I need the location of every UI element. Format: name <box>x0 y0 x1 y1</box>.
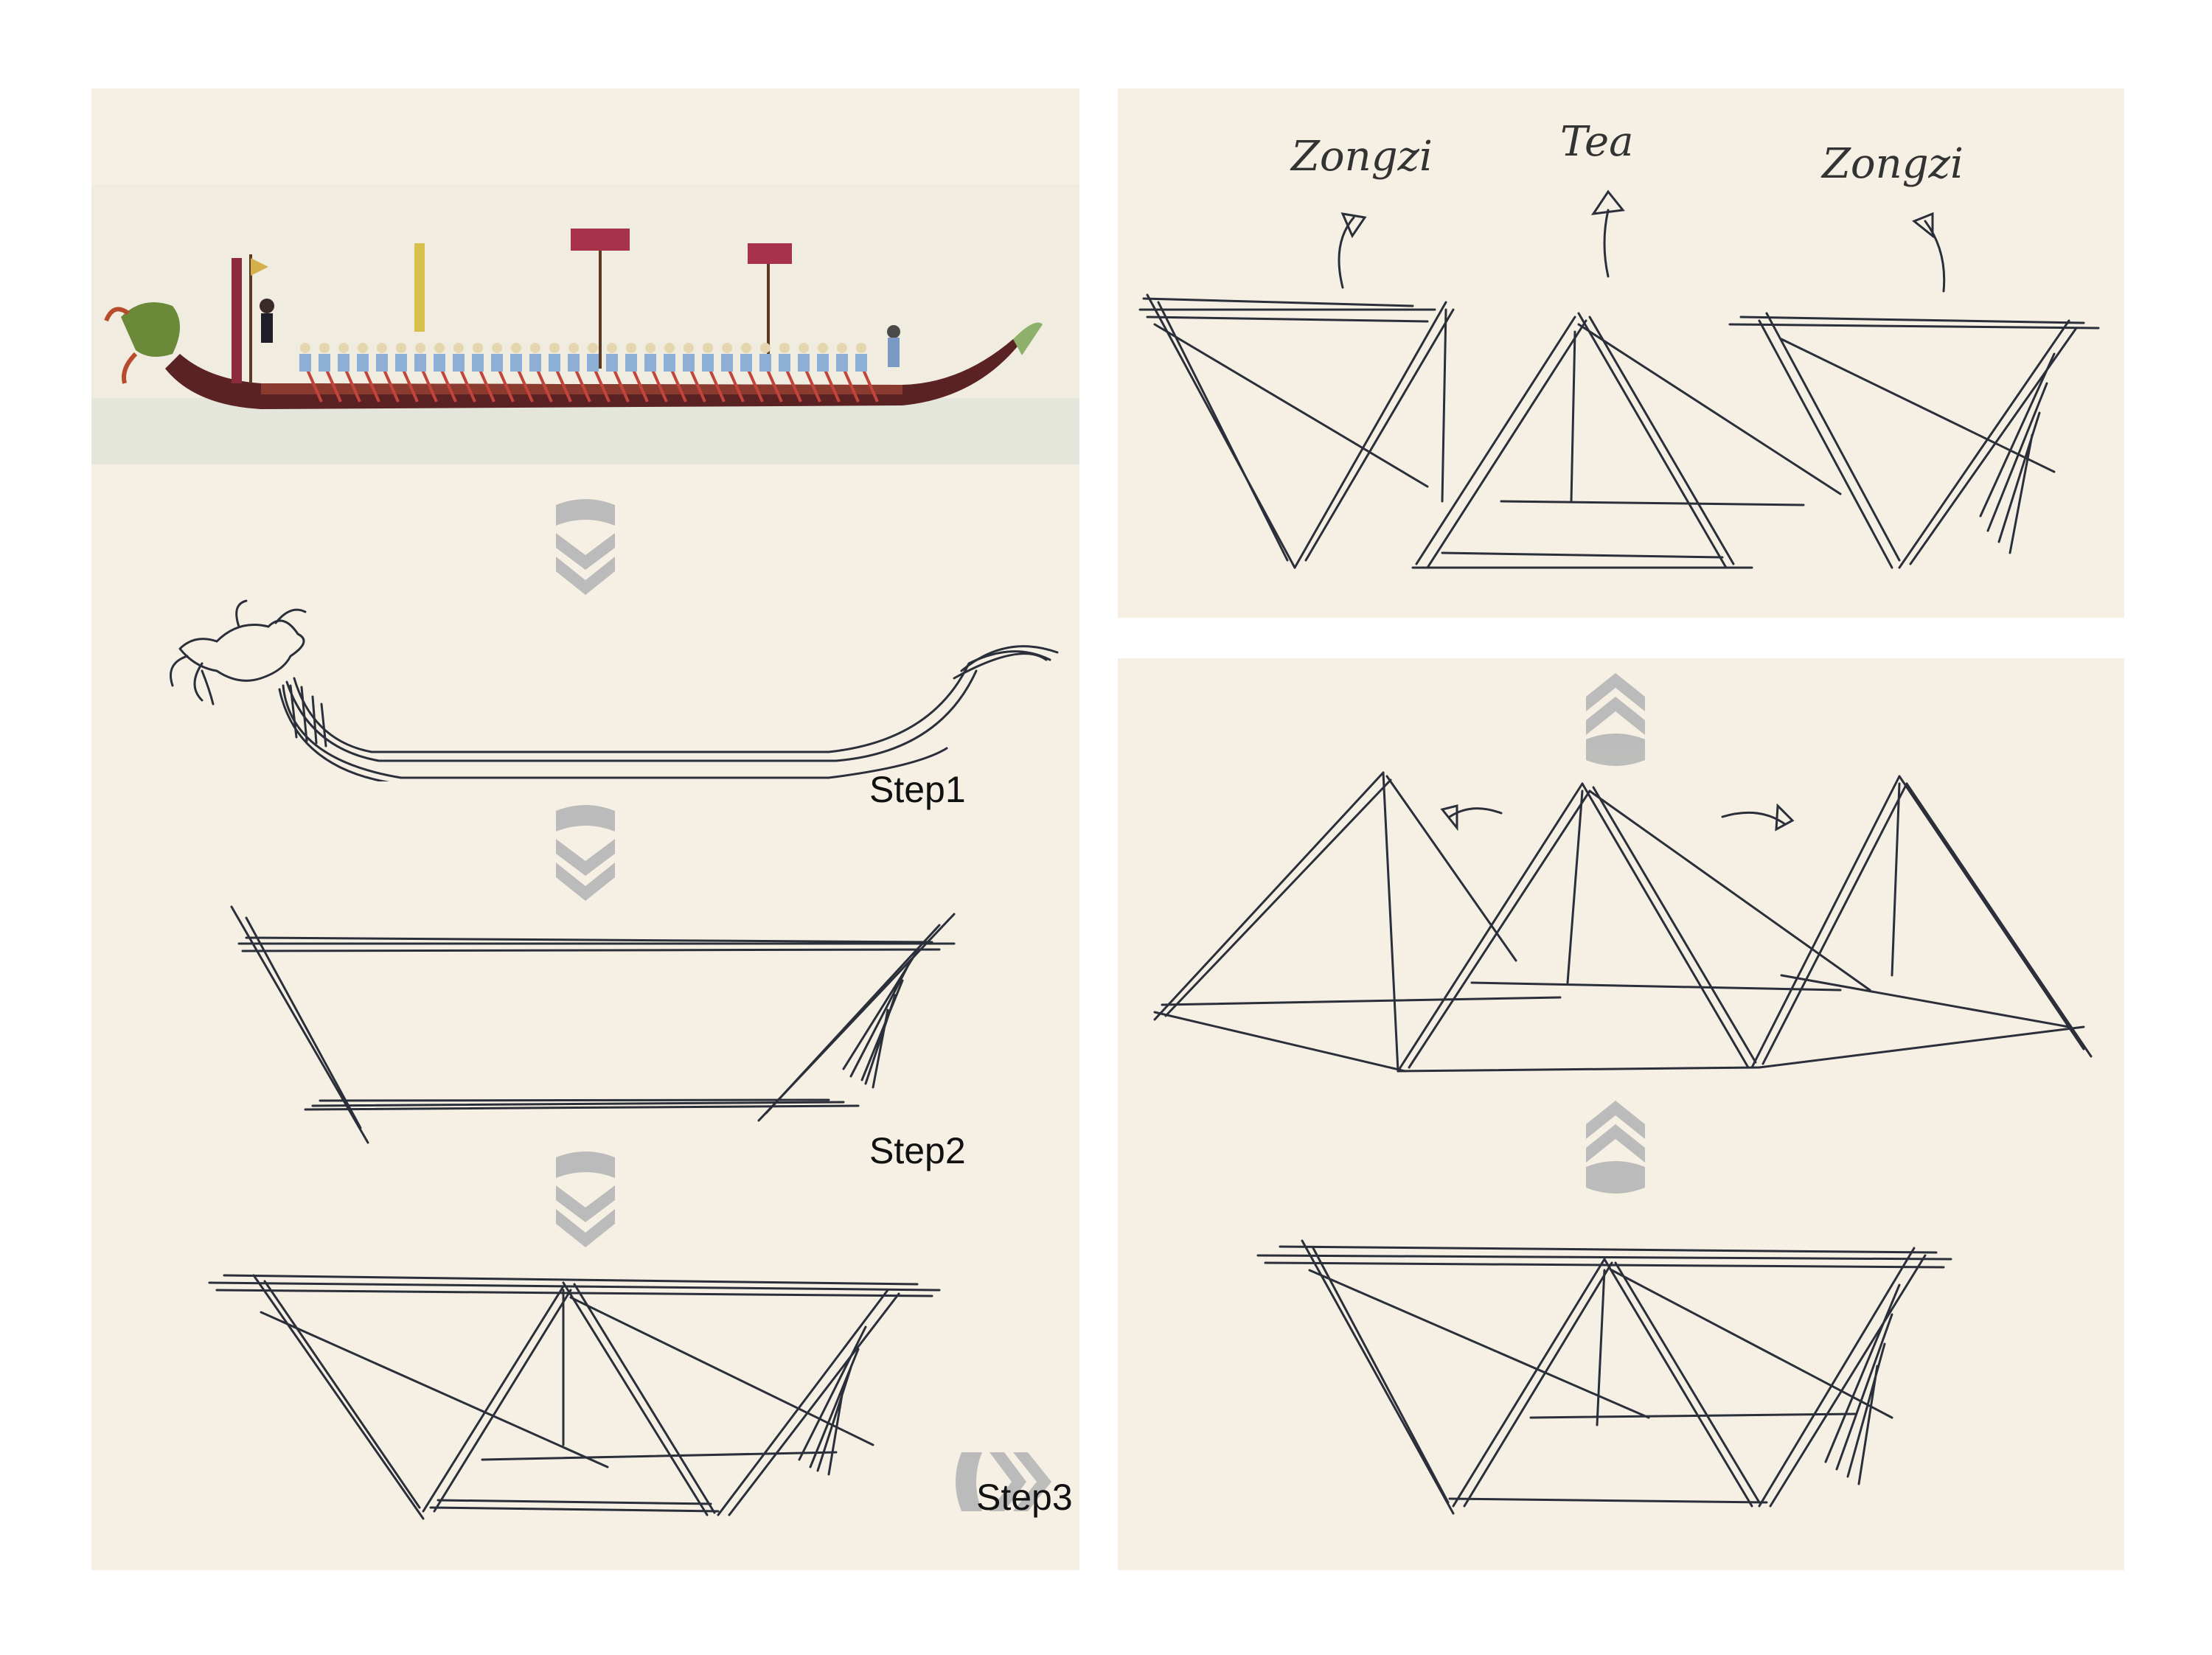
rower-body <box>759 354 771 372</box>
rower-head <box>722 343 732 353</box>
rower-body <box>740 354 752 372</box>
left-panel: Step1 Step2 <box>91 88 1079 1570</box>
rower-head <box>549 343 560 353</box>
rower-head <box>530 343 540 353</box>
rower-head <box>358 343 368 353</box>
rower-body <box>529 354 541 372</box>
rower-head <box>492 343 502 353</box>
unfolding-triangles-sketch <box>1153 771 2093 1073</box>
rower-head <box>319 343 330 353</box>
rower-head <box>568 343 579 353</box>
rower-head <box>703 343 713 353</box>
step2-trapezoid-sketch <box>230 905 956 1144</box>
rowers-group <box>299 343 879 403</box>
rower-head <box>453 343 464 353</box>
rower-body <box>683 354 695 372</box>
rower-body <box>491 354 503 372</box>
step3-label: Step3 <box>976 1477 1073 1518</box>
rower-head <box>511 343 521 353</box>
tea-label: Tea <box>1560 118 1634 166</box>
bottom-right-panel <box>1118 658 2124 1570</box>
rower-head <box>415 343 425 353</box>
rower-body <box>357 354 369 372</box>
rower-body <box>625 354 637 372</box>
rower-body <box>606 354 618 372</box>
rower-head <box>760 343 771 353</box>
rower-head <box>779 343 790 353</box>
rower-body <box>510 354 522 372</box>
dragon-boat-painting <box>91 184 1079 464</box>
rower-body <box>568 354 580 372</box>
rower-body <box>836 354 848 372</box>
rower-body <box>414 354 426 372</box>
rower-head <box>799 343 809 353</box>
rower-body <box>817 354 829 372</box>
rower-head <box>473 343 483 353</box>
top-right-panel: Zongzi Tea Zongzi <box>1118 88 2124 618</box>
curved-arrow-icon <box>1603 209 1610 278</box>
triple-chevron-down-icon <box>556 499 615 595</box>
rower-body <box>702 354 714 372</box>
rower-head <box>837 343 847 353</box>
triple-chevron-up-icon <box>1586 673 1645 766</box>
rower-body <box>299 354 311 372</box>
triple-chevron-up-icon <box>1586 1101 1645 1194</box>
rower-head <box>626 343 636 353</box>
rower-head <box>856 343 866 353</box>
rower-body <box>376 354 388 372</box>
zongzi-right-label: Zongzi <box>1822 140 1964 188</box>
triple-chevron-down-icon <box>556 805 615 901</box>
curved-arrow-icon <box>1721 811 1787 826</box>
rower-body <box>319 354 330 372</box>
step1-label: Step1 <box>869 769 966 810</box>
assembly-final-sketch <box>1138 189 2100 569</box>
rower-body <box>855 354 867 372</box>
step2-label: Step2 <box>869 1130 966 1171</box>
rower-body <box>549 354 560 372</box>
curved-arrow-icon <box>1924 220 1946 293</box>
rower-head <box>664 343 675 353</box>
rower-head <box>377 343 387 353</box>
rower-body <box>798 354 810 372</box>
rower-head <box>818 343 828 353</box>
rower-head <box>434 343 445 353</box>
rower-head <box>741 343 751 353</box>
rower-body <box>338 354 349 372</box>
zongzi-left-label: Zongzi <box>1291 133 1433 181</box>
triple-chevron-right-icon <box>956 1452 1051 1511</box>
rower-body <box>721 354 733 372</box>
rower-head <box>684 343 694 353</box>
rower-body <box>472 354 484 372</box>
rower-body <box>395 354 407 372</box>
step3-triangles-sketch <box>208 1274 941 1520</box>
triple-chevron-down-icon <box>556 1151 615 1247</box>
rower-head <box>588 343 598 353</box>
rower-head <box>607 343 617 353</box>
rower-body <box>587 354 599 372</box>
curved-arrow-icon <box>1448 807 1503 818</box>
rower-body <box>644 354 656 372</box>
curved-arrow-icon <box>1338 216 1355 289</box>
rower-body <box>664 354 675 372</box>
rower-body <box>453 354 465 372</box>
rower-head <box>300 343 310 353</box>
rower-head <box>396 343 406 353</box>
step1-hull-sketch <box>170 599 1059 781</box>
rower-head <box>338 343 349 353</box>
rower-head <box>645 343 655 353</box>
rower-body <box>779 354 790 372</box>
rower-body <box>434 354 445 372</box>
